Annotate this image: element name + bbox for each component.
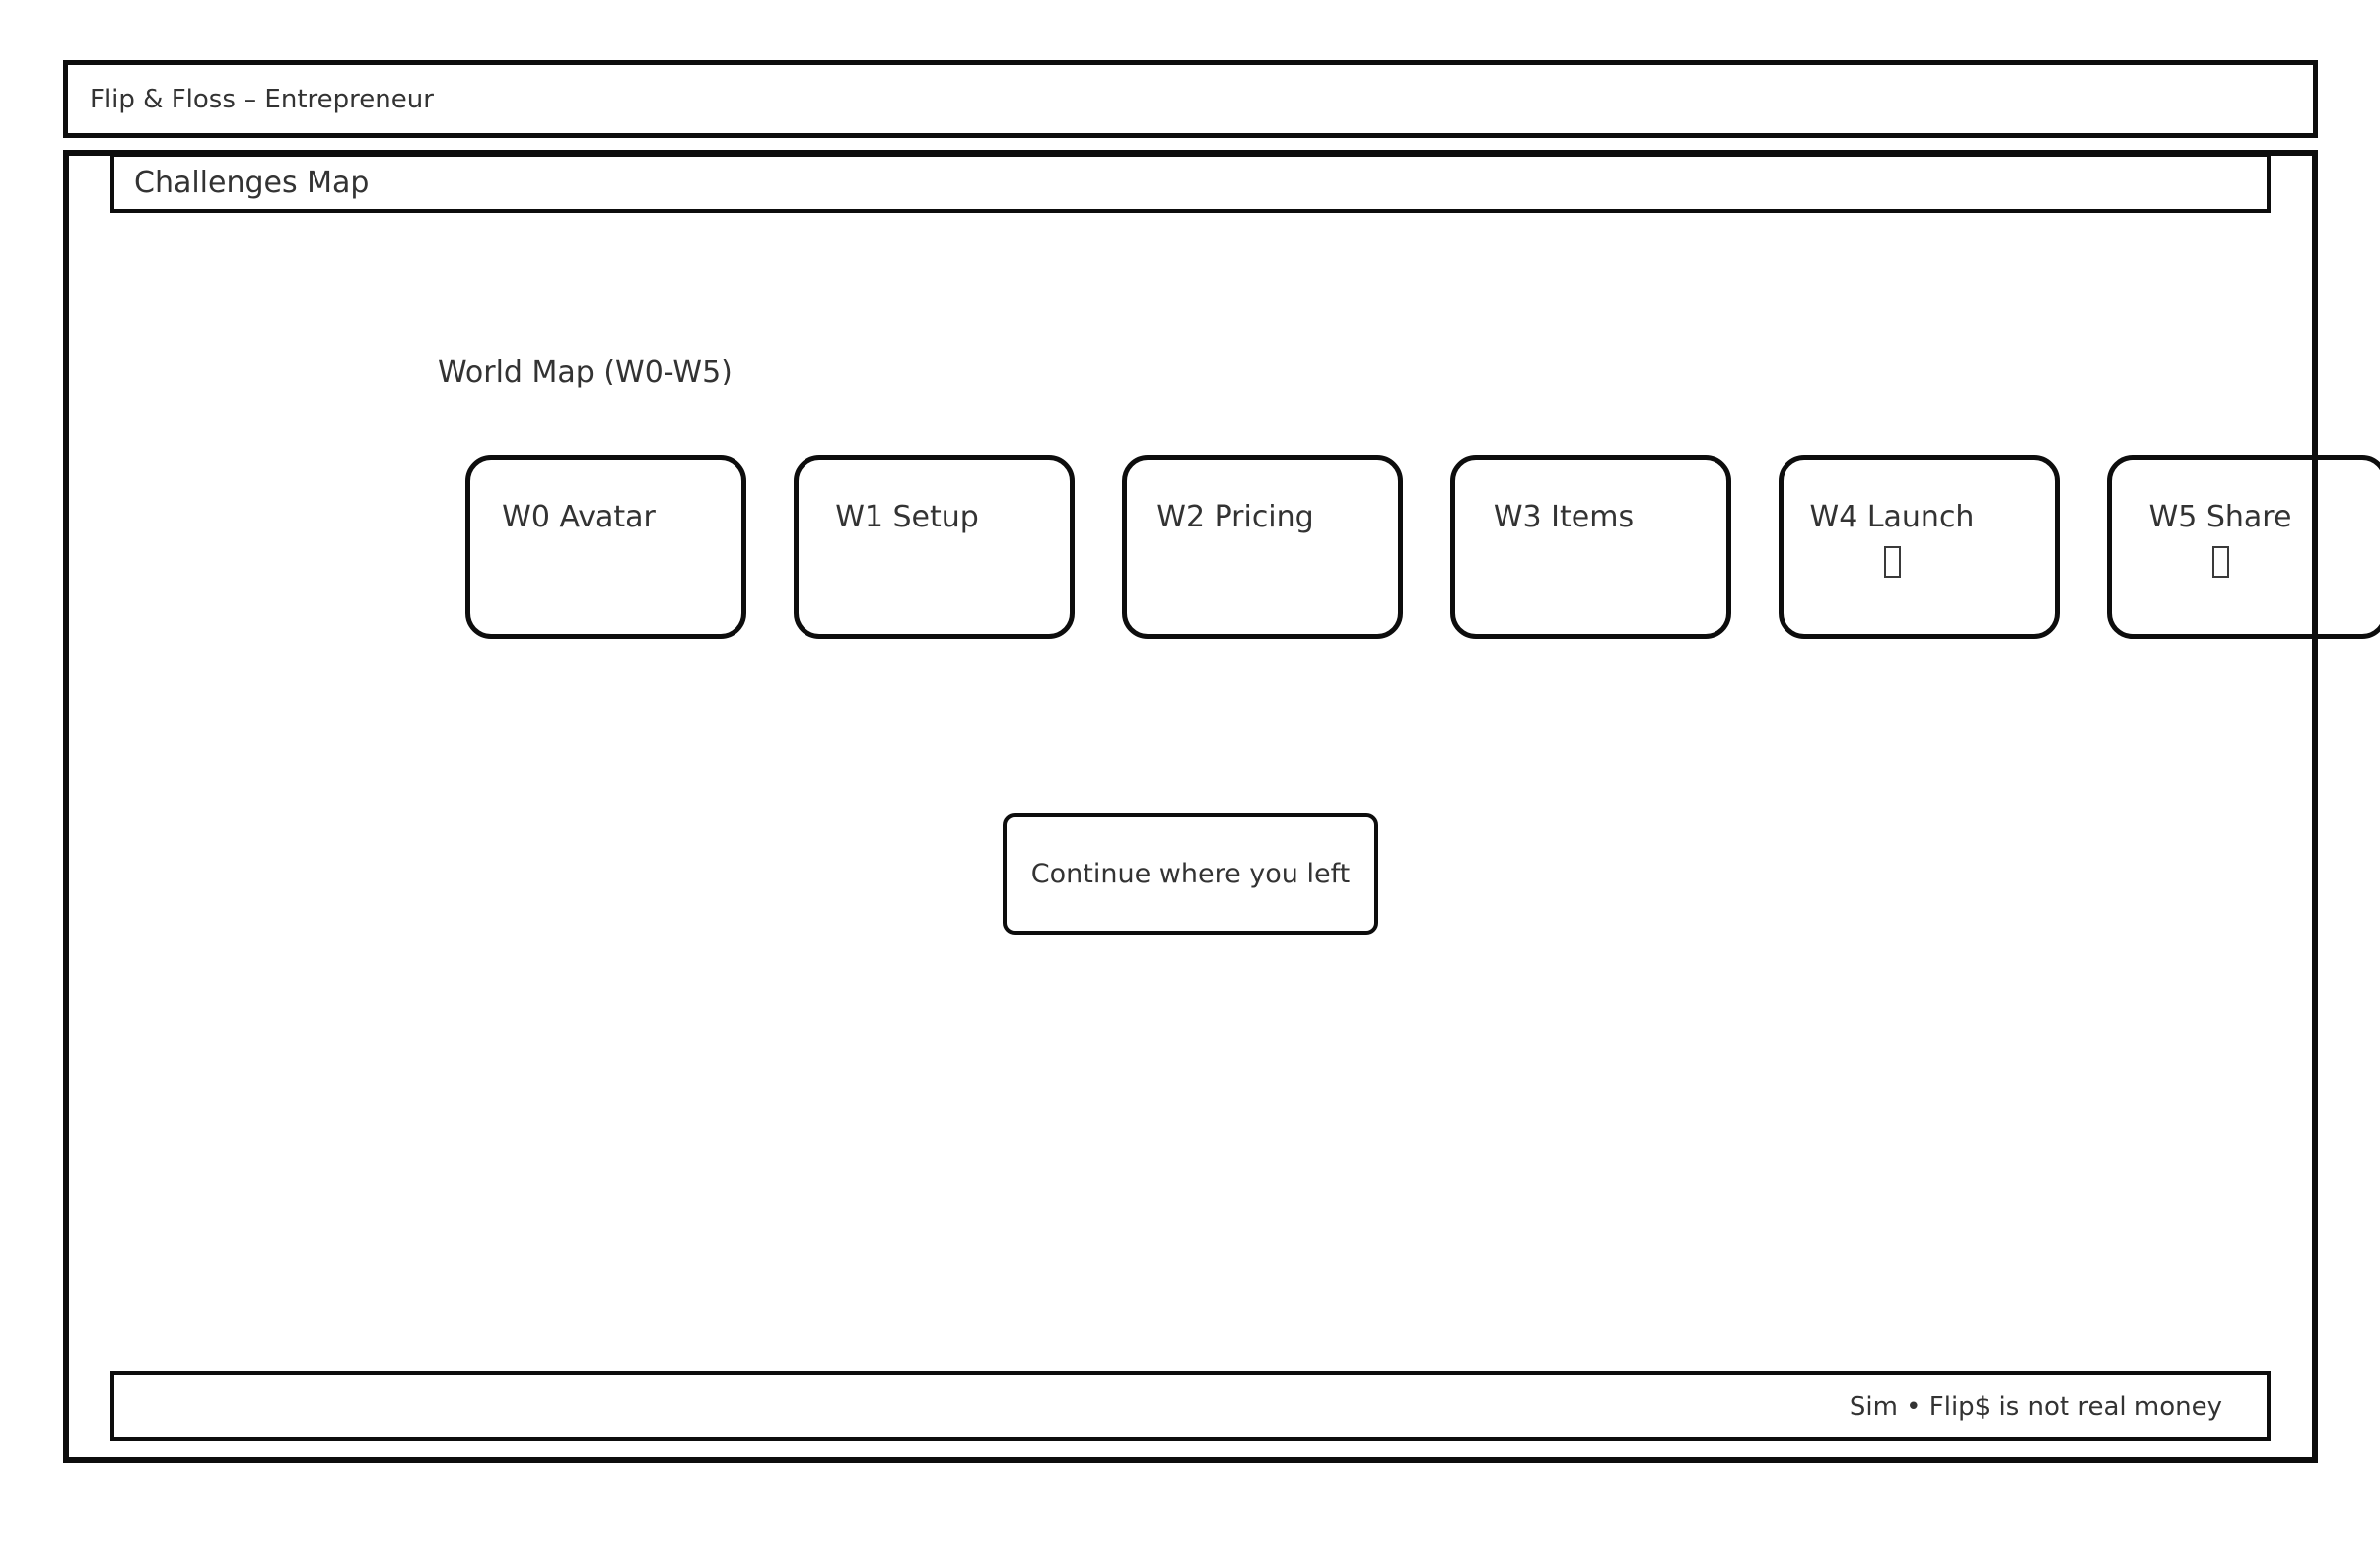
main-window — [63, 150, 2318, 1463]
world-label-w0: W0 Avatar — [502, 500, 656, 534]
world-box-w4[interactable]: W4 Launch — [1779, 455, 2060, 639]
continue-button[interactable]: Continue where you left — [1003, 813, 1378, 935]
world-label-w4: W4 Launch — [1809, 500, 1975, 534]
world-label-w5: W5 Share — [2148, 500, 2292, 534]
world-label-w3: W3 Items — [1493, 500, 1635, 534]
footer-note: Sim • Flip$ is not real money — [1849, 1391, 2222, 1422]
world-box-w5[interactable]: W5 Share — [2107, 455, 2380, 639]
world-label-w1: W1 Setup — [835, 500, 979, 534]
footer-bar: Sim • Flip$ is not real money — [110, 1371, 2271, 1441]
lock-icon — [2211, 546, 2229, 578]
screen-header-bar: Challenges Map — [110, 153, 2271, 213]
world-label-w2: W2 Pricing — [1156, 500, 1314, 534]
app-title: Flip & Floss – Entrepreneur — [90, 84, 434, 114]
world-box-w3[interactable]: W3 Items — [1450, 455, 1731, 639]
world-box-w0[interactable]: W0 Avatar — [465, 455, 746, 639]
screen-title: Challenges Map — [134, 166, 370, 200]
app-title-bar: Flip & Floss – Entrepreneur — [63, 60, 2318, 138]
world-box-w2[interactable]: W2 Pricing — [1122, 455, 1403, 639]
lock-icon — [1883, 546, 1901, 578]
world-box-w1[interactable]: W1 Setup — [794, 455, 1075, 639]
world-map-label: World Map (W0-W5) — [438, 355, 733, 389]
